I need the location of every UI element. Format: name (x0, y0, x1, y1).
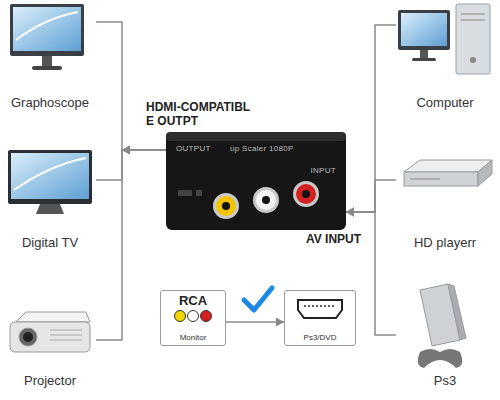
device-label: Projector (24, 373, 76, 388)
connector-line (226, 321, 284, 323)
ps3-picture (418, 284, 466, 368)
arrow-head (346, 208, 354, 217)
connector (346, 25, 396, 217)
device-label: Ps3 (434, 373, 456, 388)
arrow-head (276, 318, 284, 327)
device-label: Computer (416, 95, 473, 110)
rca-plugs (175, 311, 212, 322)
connector (346, 208, 396, 336)
hd-player-picture (404, 160, 492, 186)
hdmi-box: Ps3/DVD (284, 290, 356, 346)
arrow-head (122, 146, 130, 155)
device-node: Digital TV (4, 140, 96, 250)
connector (96, 22, 166, 155)
device-label: Digital TV (22, 235, 78, 250)
arrow-head (122, 146, 130, 155)
connector (346, 180, 396, 217)
hdmi-port-icon (298, 300, 342, 318)
monitor-picture (10, 4, 84, 70)
port-label: AV INPUT (306, 232, 361, 246)
arrow-head (122, 146, 130, 155)
converter-body (166, 132, 346, 230)
box-text: RCA (179, 293, 207, 308)
device-label: HD playerr (414, 235, 476, 250)
port-label: HDMI-COMPATIBL E OUTPT (146, 100, 258, 128)
arrow-head (346, 208, 354, 217)
device-node: Graphoscope (4, 2, 96, 110)
tv-picture (8, 150, 92, 214)
connector-line (96, 22, 166, 150)
check-mark (244, 288, 272, 310)
rca-box: RCA Monitor (160, 290, 226, 346)
device-label: Graphoscope (11, 95, 89, 110)
device-node: Projector (4, 300, 96, 388)
connector-line (96, 150, 166, 340)
box-text: Ps3/DVD (304, 333, 337, 343)
connector-line (96, 150, 166, 180)
connector-line (346, 180, 396, 212)
box-text: up Scaler 1080P (230, 144, 294, 153)
connector-line (346, 25, 396, 212)
connector-line (346, 212, 396, 335)
box-text: Monitor (180, 333, 207, 343)
connector (226, 318, 284, 327)
computer-picture (398, 4, 490, 74)
projector-picture (10, 312, 90, 352)
device-node: HD playerr (396, 140, 494, 250)
converter-box: OUTPUT up Scaler 1080P INPUT (166, 132, 346, 230)
device-node: Ps3 (396, 280, 494, 388)
connector (96, 146, 166, 341)
box-text: INPUT (311, 166, 337, 175)
device-node: Computer (396, 2, 494, 110)
arrow-head (346, 208, 354, 217)
box-text: OUTPUT (176, 144, 211, 153)
